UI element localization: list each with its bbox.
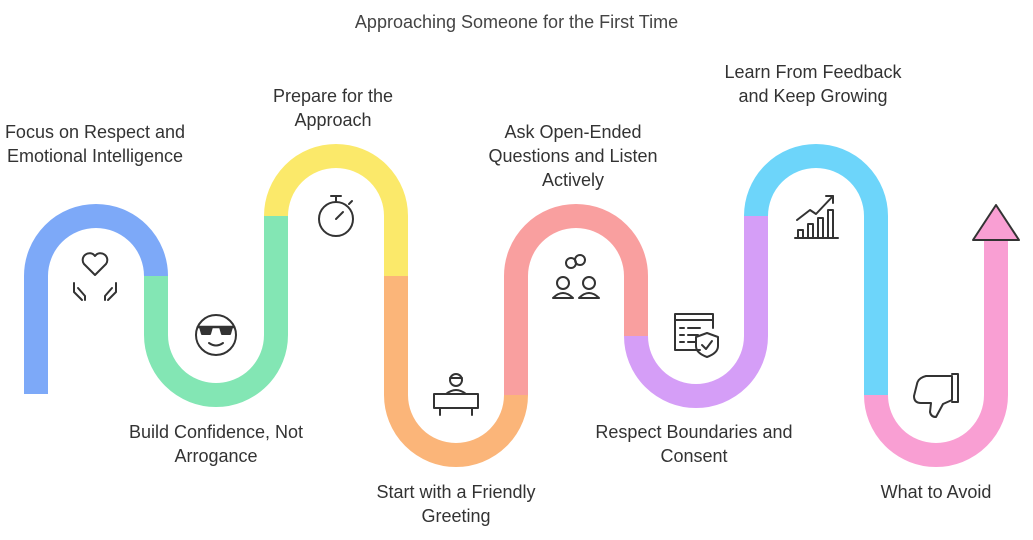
- step-label-8: What to Avoid: [880, 482, 992, 502]
- sunglasses-face-icon: [195, 314, 237, 356]
- document-shield-icon: [674, 313, 719, 358]
- step-label-2: Build Confidence, Not Arrogance: [128, 422, 304, 466]
- path-segment-6: [624, 216, 768, 408]
- heart-hands-icon: [73, 252, 117, 301]
- thumbs-down-icon: [913, 373, 959, 418]
- conversation-icon: [552, 254, 600, 299]
- person-at-desk-icon: [433, 373, 479, 416]
- step-label-5: Ask Open-Ended Questions and Listen Acti…: [488, 122, 658, 190]
- step-label-4: Start with a Friendly Greeting: [376, 482, 536, 526]
- growth-chart-icon: [794, 195, 839, 239]
- path-segment-4: [384, 276, 528, 467]
- path-segment-5: [504, 204, 648, 395]
- step-label-3: Prepare for the Approach: [272, 86, 394, 130]
- arrow-head: [972, 204, 1020, 241]
- path-segment-3: [264, 144, 408, 276]
- step-label-7: Learn From Feedback and Keep Growing: [724, 62, 902, 106]
- diagram-title: Approaching Someone for the First Time: [354, 12, 679, 32]
- step-label-1: Focus on Respect and Emotional Intellige…: [4, 122, 186, 166]
- path-segment-2: [144, 216, 288, 407]
- stopwatch-icon: [318, 195, 354, 237]
- path-segment-7: [744, 144, 888, 395]
- path-segment-1: [24, 204, 168, 394]
- path-segment-8: [864, 240, 1008, 467]
- step-label-6: Respect Boundaries and Consent: [595, 422, 793, 466]
